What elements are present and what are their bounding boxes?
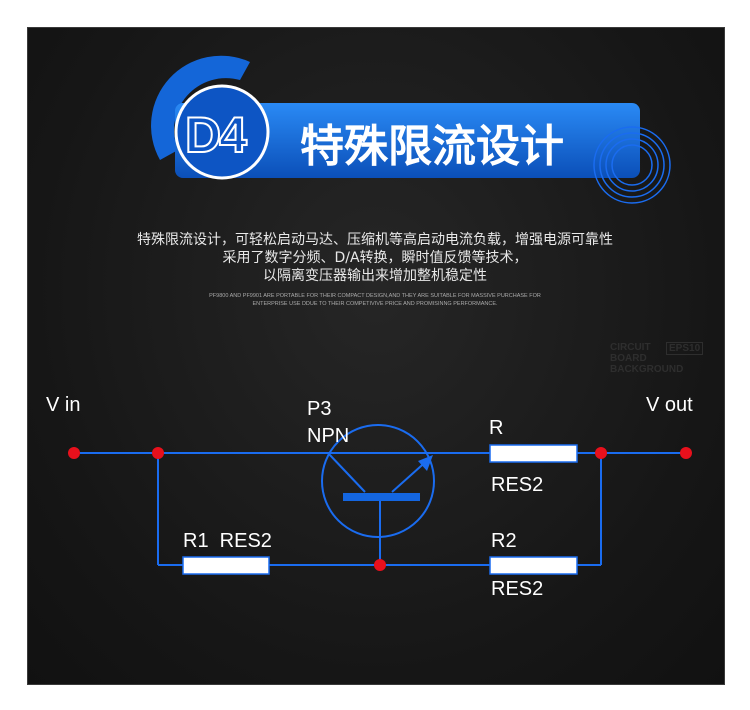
transistor-name: P3 [307, 398, 332, 420]
section-number: D4 [184, 106, 248, 164]
english-line: ENTERPRISE USE DDUE TO THEIR COMPETIVIVE… [252, 301, 498, 307]
transistor-circle [321, 424, 435, 538]
desc-line: 以隔离变压器输出来增加整机稳定性 [263, 268, 487, 284]
watermark: CIRCUIT BOARD BACKGROUND EPS10 [610, 342, 704, 375]
title-banner [175, 103, 640, 178]
emitter-arrow [418, 455, 433, 471]
desc-line: 采用了数字分频、D/A转换，瞬时值反馈等技术， [222, 250, 528, 266]
r2-type: RES2 [491, 578, 544, 600]
transistor-base [343, 493, 420, 501]
r-type: RES2 [491, 474, 544, 496]
r1-label: R1 RES2 [183, 530, 272, 552]
node [595, 447, 607, 459]
desc-line: 特殊限流设计，可轻松启动马达、压缩机等高启动电流负载，增强电源可靠性 [137, 232, 613, 248]
node [152, 447, 164, 459]
section-title: 特殊限流设计 [300, 121, 564, 172]
concentric-circles-icon [593, 126, 671, 204]
vout-label: V out [646, 394, 693, 416]
watermark-line: CIRCUIT [610, 342, 651, 353]
watermark-line: BOARD [610, 353, 647, 364]
resistor-r [489, 444, 578, 463]
node-vout [680, 447, 692, 459]
accent-arc [151, 55, 250, 160]
r-label: R [489, 417, 504, 439]
resistor-r2 [489, 556, 578, 575]
node-vin [68, 447, 80, 459]
watermark-line: BACKGROUND [610, 364, 684, 375]
english-description: PF9800 AND PF9901 ARE PORTABLE FOR THEIR… [0, 292, 750, 308]
node [374, 559, 386, 571]
watermark-badge: EPS10 [666, 342, 704, 355]
resistor-r1 [182, 556, 270, 575]
transistor-type: NPN [307, 425, 350, 447]
description: 特殊限流设计，可轻松启动马达、压缩机等高启动电流负载，增强电源可靠性 采用了数字… [0, 231, 750, 285]
collector-line [327, 452, 366, 493]
vin-label: V in [46, 394, 81, 416]
english-line: PF9800 AND PF9901 ARE PORTABLE FOR THEIR… [209, 293, 541, 299]
r2-label: R2 [491, 530, 517, 552]
